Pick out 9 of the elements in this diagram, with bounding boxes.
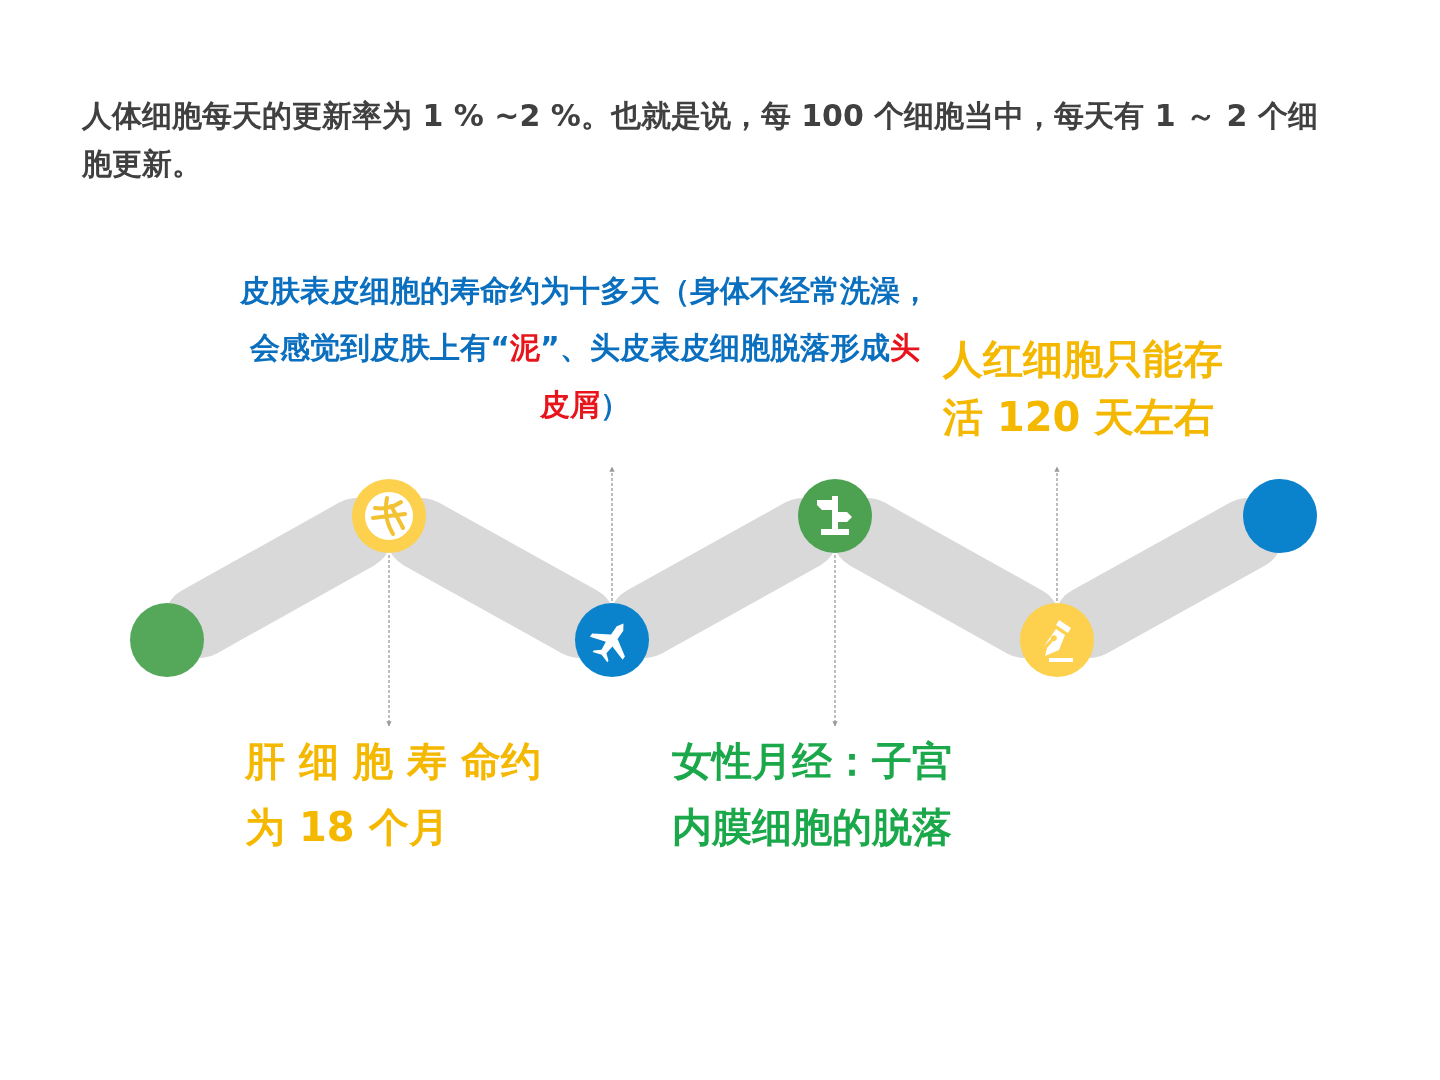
dashed-arrow bbox=[832, 554, 838, 727]
dashed-arrow bbox=[1054, 466, 1060, 602]
callout-text: 肝 细 胞 寿 命约为 18 个月 bbox=[245, 737, 542, 852]
dashed-arrow bbox=[609, 466, 615, 602]
callout-text: 人红细胞只能存活 120 天左右 bbox=[943, 335, 1224, 442]
heading-text: 人体细胞每天的更新率为 1 % ~2 %。也就是说，每 100 个细胞当中，每天有 1 ～ 2 个细胞更新。 bbox=[82, 97, 1319, 183]
callout-text: 女性月经：子宫内膜细胞的脱落 bbox=[672, 737, 953, 852]
callout-text: 皮肤表皮细胞的寿命约为十多天（身体不经常洗澡，会感觉到皮肤上有“泥”、头皮表皮细胞脱落形成头皮屑） bbox=[240, 272, 930, 424]
dashed-arrow bbox=[386, 554, 392, 727]
